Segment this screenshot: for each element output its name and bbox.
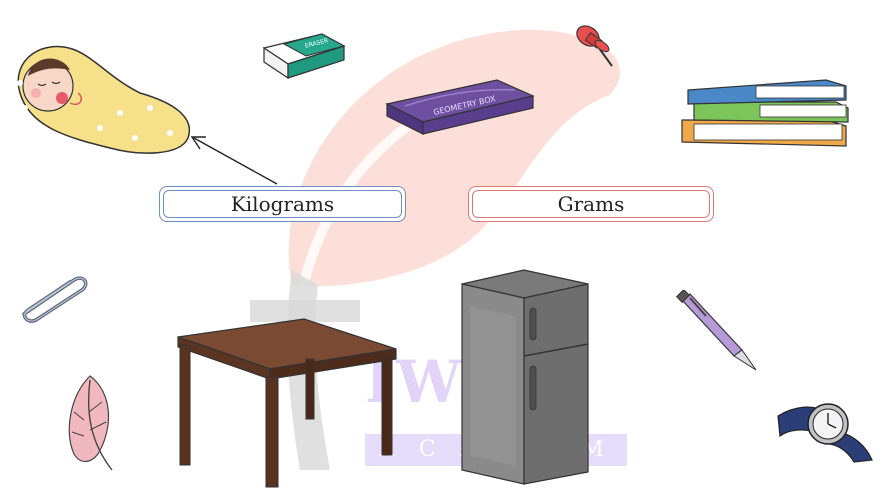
eraser-icon: ERASER <box>262 33 346 80</box>
kilograms-label: Kilograms <box>230 192 335 216</box>
kilograms-arrow <box>190 136 278 185</box>
geometry-box-icon: GEOMETRY BOX <box>385 79 535 135</box>
baby-icon <box>17 45 191 154</box>
feather-icon <box>68 375 113 471</box>
table-icon <box>177 318 397 488</box>
pen-icon <box>676 290 757 371</box>
refrigerator-icon <box>461 269 589 485</box>
books-icon <box>681 79 849 147</box>
push-pin-icon <box>576 25 613 67</box>
paper-clip-icon <box>22 276 88 323</box>
grams-label: Grams <box>557 192 625 216</box>
wrist-watch-icon <box>777 403 873 463</box>
kilograms-label-box: Kilograms <box>159 186 406 222</box>
grams-label-box: Grams <box>468 186 714 222</box>
